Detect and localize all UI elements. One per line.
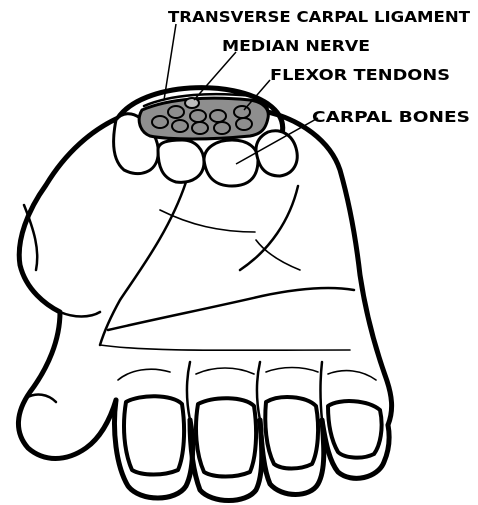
thumb-nail-line [26, 395, 56, 402]
tendon [192, 122, 208, 134]
median-nerve [185, 98, 199, 108]
finger-gap-3 [321, 362, 323, 420]
tendon [168, 106, 184, 118]
tendon [172, 120, 188, 132]
label-flexor-tendons: FLEXOR TENDONS [270, 66, 450, 84]
tendon [190, 110, 206, 122]
tendon [214, 122, 230, 134]
wrist-cross-section [114, 88, 298, 186]
finger-gap-1 [187, 362, 190, 420]
nail-middle [196, 398, 256, 476]
palm-crease-thenar [100, 182, 186, 345]
carpal-bone-3 [204, 140, 258, 186]
carpal-bone-4 [256, 131, 297, 176]
knuckle-folds [118, 368, 376, 381]
leader-nerve [194, 52, 236, 100]
tendon [210, 110, 226, 122]
tendon [236, 118, 252, 130]
palm-crease-base [100, 345, 350, 350]
carpal-bone-2 [158, 140, 204, 182]
nail-index [124, 396, 184, 474]
nail-little [328, 401, 382, 458]
tendon [234, 106, 250, 118]
palm-crease-middle [240, 186, 298, 270]
label-transverse-carpal-ligament: TRANSVERSE CARPAL LIGAMENT [168, 8, 471, 26]
label-carpal-bones: CARPAL BONES [312, 108, 470, 126]
finger-gap-2 [257, 362, 260, 420]
palm-crease-small [256, 240, 300, 270]
tendon [152, 116, 168, 128]
label-median-nerve: MEDIAN NERVE [222, 37, 370, 55]
nail-ring [265, 397, 318, 468]
thumb-crease [60, 312, 100, 317]
palm-crease-distal [108, 288, 354, 330]
